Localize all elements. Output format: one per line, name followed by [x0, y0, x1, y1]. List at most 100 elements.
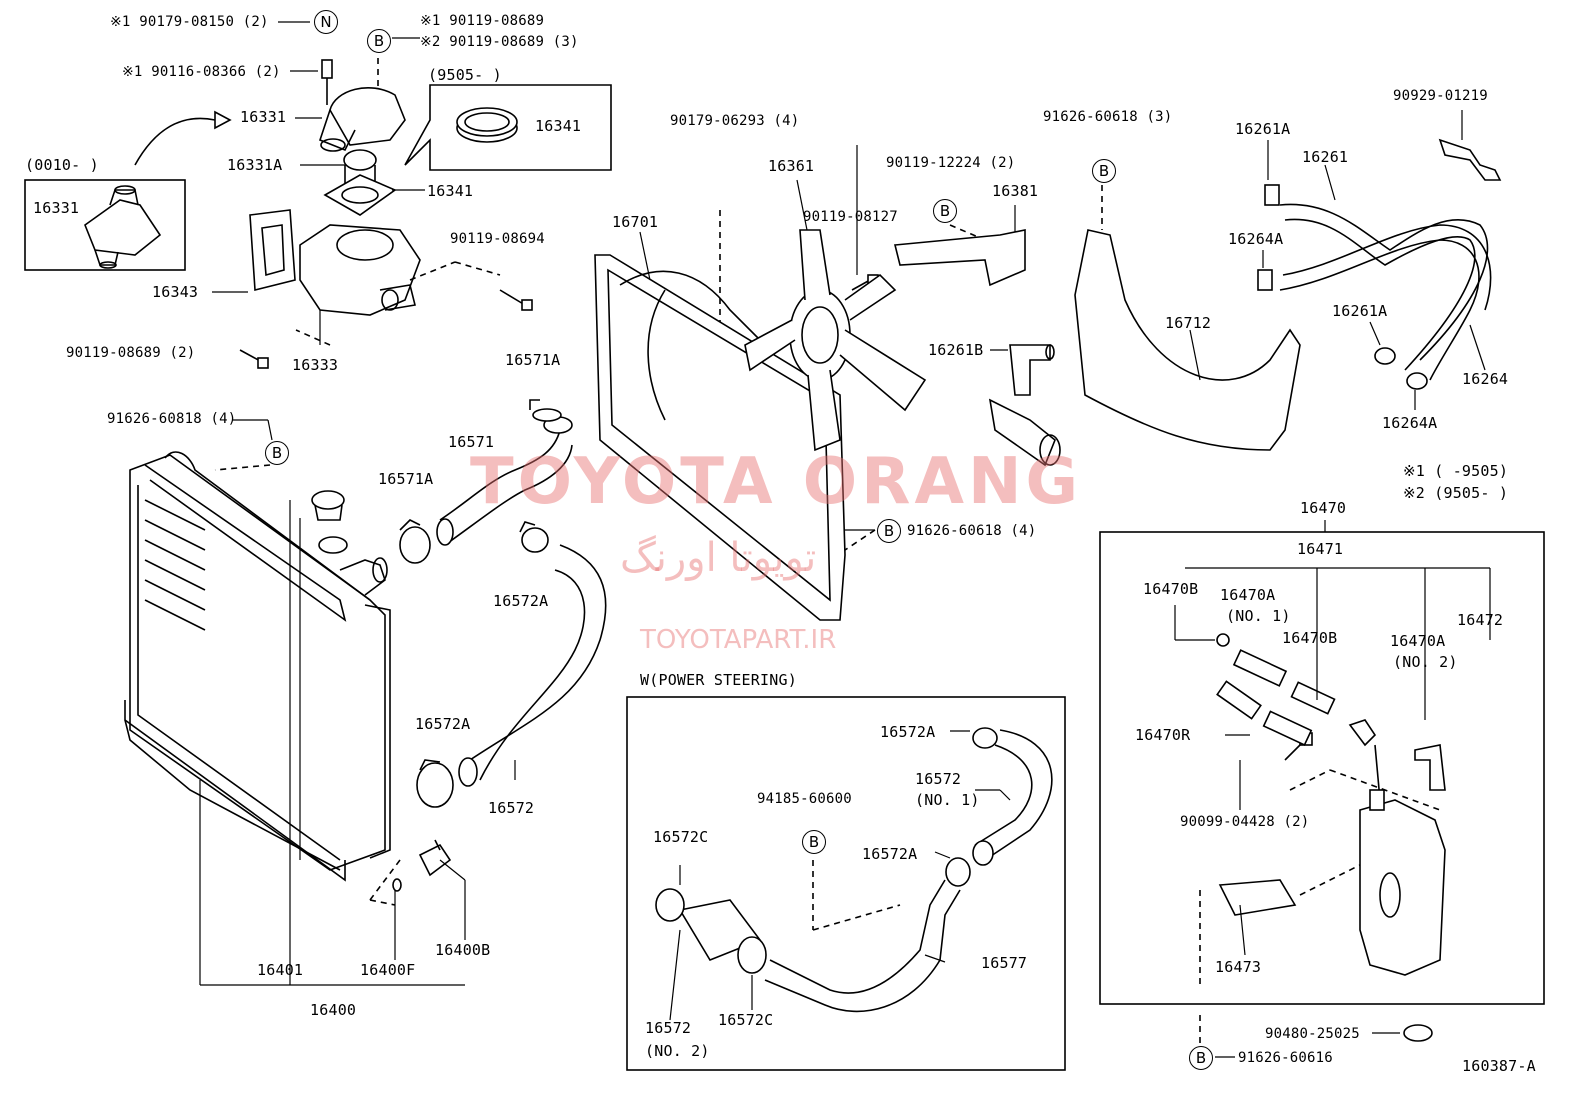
part-label: 16470: [1300, 499, 1347, 517]
part-label: 16572C: [653, 828, 709, 846]
part-label: 91626-60618 (3): [1043, 109, 1173, 125]
part-label: 90119-08694: [450, 231, 545, 247]
part-label: 16571A: [378, 470, 434, 488]
dashed-leaders: [214, 58, 1441, 1045]
marker-b-1: B: [367, 29, 391, 53]
part-label: 16577: [981, 954, 1028, 972]
part-label: 16572A: [880, 723, 936, 741]
marker-b-2: B: [265, 441, 289, 465]
part-label: 16333: [292, 356, 339, 374]
watermark-en: TOYOTA ORANG: [470, 445, 1083, 519]
part-label: (NO. 1): [1226, 607, 1291, 625]
fan-shroud-lower: [1074, 229, 1301, 451]
radiator-hoses: [436, 416, 607, 787]
part-label: 16361: [768, 157, 815, 175]
bracket-90929: [1438, 138, 1502, 181]
marker-b-3: B: [933, 199, 957, 223]
leader-lines: [199, 21, 1491, 1058]
part-label: (NO. 1): [915, 791, 980, 809]
watermark-url: TOYOTAPART.IR: [640, 625, 837, 655]
part-label: 16261: [1302, 148, 1349, 166]
reservoir-parts: [1216, 633, 1446, 1042]
part-label: 16400F: [360, 961, 416, 979]
part-label: 91626-60616: [1238, 1050, 1333, 1066]
part-label: 90119-12224 (2): [886, 155, 1016, 171]
part-label: 90179-06293 (4): [670, 113, 800, 129]
part-label: 16331A: [227, 156, 283, 174]
part-label: 16572A: [415, 715, 471, 733]
ps-hoses: [655, 727, 1053, 1013]
part-label: 16264A: [1382, 414, 1438, 432]
part-label: 16572: [488, 799, 535, 817]
arrow-head: [214, 110, 232, 130]
curved-arrow: [134, 117, 216, 166]
part-label: 16572: [645, 1019, 692, 1037]
part-label: 16701: [612, 213, 659, 231]
part-label: 16572C: [718, 1011, 774, 1029]
part-label: 16341: [535, 117, 582, 135]
part-label: 90480-25025: [1265, 1026, 1360, 1042]
power-steering-box: [626, 696, 1066, 1071]
part-label: ※1 90119-08689: [420, 13, 545, 29]
figure-id: 160387-A: [1462, 1057, 1536, 1075]
part-label: 16261B: [928, 341, 984, 359]
marker-b-4: B: [1092, 159, 1116, 183]
part-label: 16572A: [862, 845, 918, 863]
marker-b-5: B: [877, 519, 901, 543]
part-label: 90119-08689 (2): [66, 345, 196, 361]
part-label: 16472: [1457, 611, 1504, 629]
date-9505: (9505- ): [428, 66, 502, 84]
heater-hoses: [1257, 184, 1492, 390]
legend-k2: ※2 (9505- ): [1403, 484, 1509, 502]
gasket-inset: [456, 107, 518, 143]
marker-n: N: [314, 10, 338, 34]
power-steering-title: W(POWER STEERING): [640, 671, 797, 689]
part-label: 16401: [257, 961, 304, 979]
part-label: 16381: [992, 182, 1039, 200]
water-outlet: [319, 59, 406, 152]
part-label: 16571A: [505, 351, 561, 369]
thermostat: [323, 149, 397, 216]
part-label: 16264A: [1228, 230, 1284, 248]
elbow-16261b: [988, 344, 1061, 467]
part-label: 90119-08127: [803, 209, 898, 225]
part-label: 16341: [427, 182, 474, 200]
part-label: 16470R: [1135, 726, 1191, 744]
part-label: 16712: [1165, 314, 1212, 332]
bracket-16381: [893, 229, 1026, 287]
marker-b-6: B: [802, 830, 826, 854]
part-label: 16331: [240, 108, 287, 126]
part-label: 91626-60818 (4): [107, 411, 237, 427]
part-label: 90929-01219: [1393, 88, 1488, 104]
part-label: 16572: [915, 770, 962, 788]
part-label: ※1 90116-08366 (2): [122, 64, 281, 80]
part-label: 16572A: [493, 592, 549, 610]
hose-clamps: [399, 399, 562, 808]
thermostat-housing: [299, 224, 421, 316]
part-label: 16400: [310, 1001, 357, 1019]
reservoir-box: [1099, 531, 1545, 1005]
part-label: 16470B: [1282, 629, 1338, 647]
part-label: 16571: [448, 433, 495, 451]
part-label: 16471: [1297, 540, 1344, 558]
marker-b-7: B: [1189, 1046, 1213, 1070]
part-label: 16400B: [435, 941, 491, 959]
part-label: 91626-60618 (4): [907, 523, 1037, 539]
part-label: 94185-60600: [757, 791, 852, 807]
part-label: 16331: [33, 199, 80, 217]
legend-k1: ※1 ( -9505): [1403, 462, 1509, 480]
inset-box-9505: [404, 84, 612, 171]
gasket-16343: [249, 209, 296, 292]
part-label: ※1 90179-08150 (2): [110, 14, 269, 30]
inset-box-0010: [24, 179, 186, 271]
watermark-fa: تویوتا اورنگ: [620, 535, 817, 581]
part-label: 16470A: [1220, 586, 1276, 604]
part-label: 16264: [1462, 370, 1509, 388]
part-label: (NO. 2): [645, 1042, 710, 1060]
part-label: 16343: [152, 283, 199, 301]
part-label: (NO. 2): [1393, 653, 1458, 671]
part-label: 16473: [1215, 958, 1262, 976]
water-outlet-inset: [84, 185, 162, 269]
part-label: 16470A: [1390, 632, 1446, 650]
